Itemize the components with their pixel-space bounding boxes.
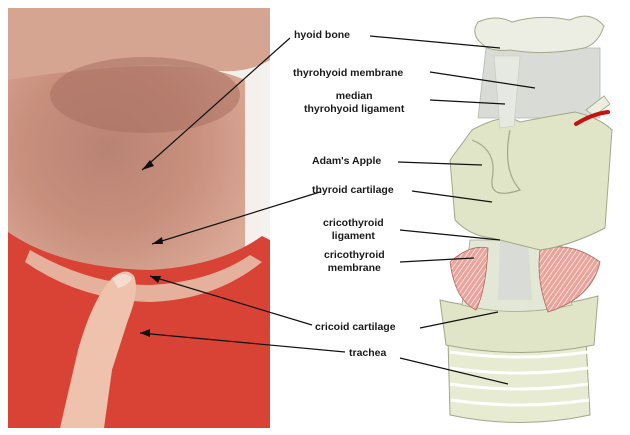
label-cricoid-cartilage: cricoid cartilage: [315, 321, 396, 334]
label-adams-apple: Adam's Apple: [312, 155, 381, 168]
label-trachea: trachea: [349, 347, 386, 360]
label-cricothyroid-ligament: cricothyroid ligament: [323, 217, 384, 243]
label-median-thyrohyoid-ligament-line1: median: [304, 90, 404, 103]
label-cricothyroid-membrane-line1: cricothyroid: [324, 249, 385, 262]
label-median-thyrohyoid-ligament-line2: thyrohyoid ligament: [304, 103, 404, 116]
label-thyroid-cartilage: thyroid cartilage: [312, 184, 394, 197]
label-cricothyroid-membrane: cricothyroid membrane: [324, 249, 385, 275]
label-hyoid-bone: hyoid bone: [294, 29, 350, 42]
label-cricothyroid-membrane-line2: membrane: [324, 262, 385, 275]
label-thyrohyoid-membrane: thyrohyoid membrane: [293, 67, 403, 80]
label-cricothyroid-ligament-line1: cricothyroid: [323, 217, 384, 230]
cricothyroid-ligament-shape: [498, 240, 532, 300]
neck-photo: [8, 8, 270, 428]
label-median-thyrohyoid-ligament: median thyrohyoid ligament: [304, 90, 404, 116]
label-cricothyroid-ligament-line2: ligament: [323, 230, 384, 243]
chin-shadow: [50, 57, 240, 133]
thyroid-cartilage-shape: [450, 112, 612, 250]
